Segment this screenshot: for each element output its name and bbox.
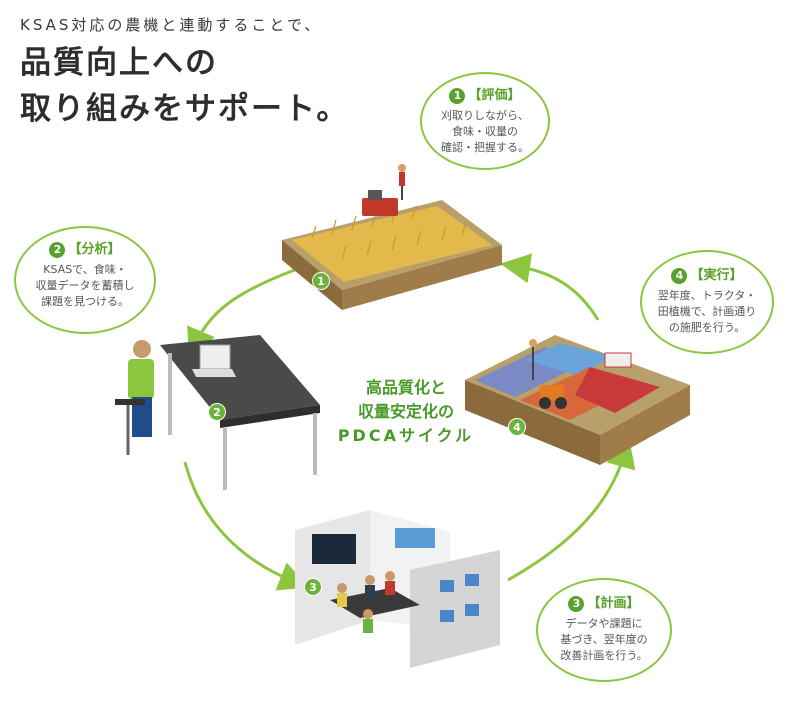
field-harvest-scene [282,164,502,310]
badge-2: 2 [208,403,226,421]
bubble-text: 刈取りしながら、 [441,109,529,122]
arrow-1-to-2 [187,266,301,359]
headline: 品質向上への 取り組みをサポート。 [20,40,349,132]
step-number: 3 [568,596,585,612]
center-title: 高品質化と 収量安定化の PDCAサイクル [326,376,486,448]
bubble-evaluate-title: 1【評価】 [422,88,548,104]
arrow-4-to-1 [500,253,600,321]
bubble-text: 課題を見つける。 [41,295,129,308]
subtitle: KSAS対応の農機と連動することで、 [20,16,323,34]
bubble-text: 田植機で、計画通り [657,305,757,318]
bubble-evaluate: 1【評価】 刈取りしながら、 食味・収量の 確認・把握する。 [420,72,550,170]
bubble-analyze: 2【分析】 KSASで、食味・ 収量データを蓄積し 課題を見つける。 [14,226,156,334]
badge-3: 3 [304,578,322,596]
bubble-execute: 4【実行】 翌年度、トラクタ・ 田植機で、計画通り の施肥を行う。 [640,250,774,354]
bubble-text: KSASで、食味・ [43,263,127,276]
center-line-3: PDCAサイクル [337,426,475,445]
headline-line-1: 品質向上への [20,45,218,81]
bubble-text: 収量データを蓄積し [35,279,135,292]
bubble-analyze-title: 2【分析】 [16,242,154,258]
bubble-text: データや課題に [565,617,643,630]
arrow-3-to-4 [507,437,636,582]
badge-4: 4 [508,418,526,436]
bubble-execute-title: 4【実行】 [642,268,772,284]
arrow-2-to-3 [183,461,309,591]
bubble-text: 基づき、翌年度の [560,633,648,646]
meeting-planning-scene [295,510,500,668]
desk-analysis-scene [115,335,320,490]
center-line-1: 高品質化と [365,378,446,397]
step-number: 2 [49,242,66,258]
center-line-2: 収量安定化の [357,402,454,421]
bubble-text: 食味・収量の [452,125,518,138]
bubble-text: 改善計画を行う。 [560,649,648,662]
bubble-plan-title: 3【計画】 [538,596,670,612]
step-number: 4 [671,268,688,284]
bubble-text: 翌年度、トラクタ・ [657,289,757,302]
badge-1: 1 [312,272,330,290]
step-number: 1 [449,88,466,104]
headline-line-2: 取り組みをサポート。 [20,91,350,127]
bubble-text: の施肥を行う。 [668,321,746,334]
bubble-plan: 3【計画】 データや課題に 基づき、翌年度の 改善計画を行う。 [536,578,672,682]
tractor-execution-scene [465,335,690,465]
bubble-text: 確認・把握する。 [441,141,529,154]
